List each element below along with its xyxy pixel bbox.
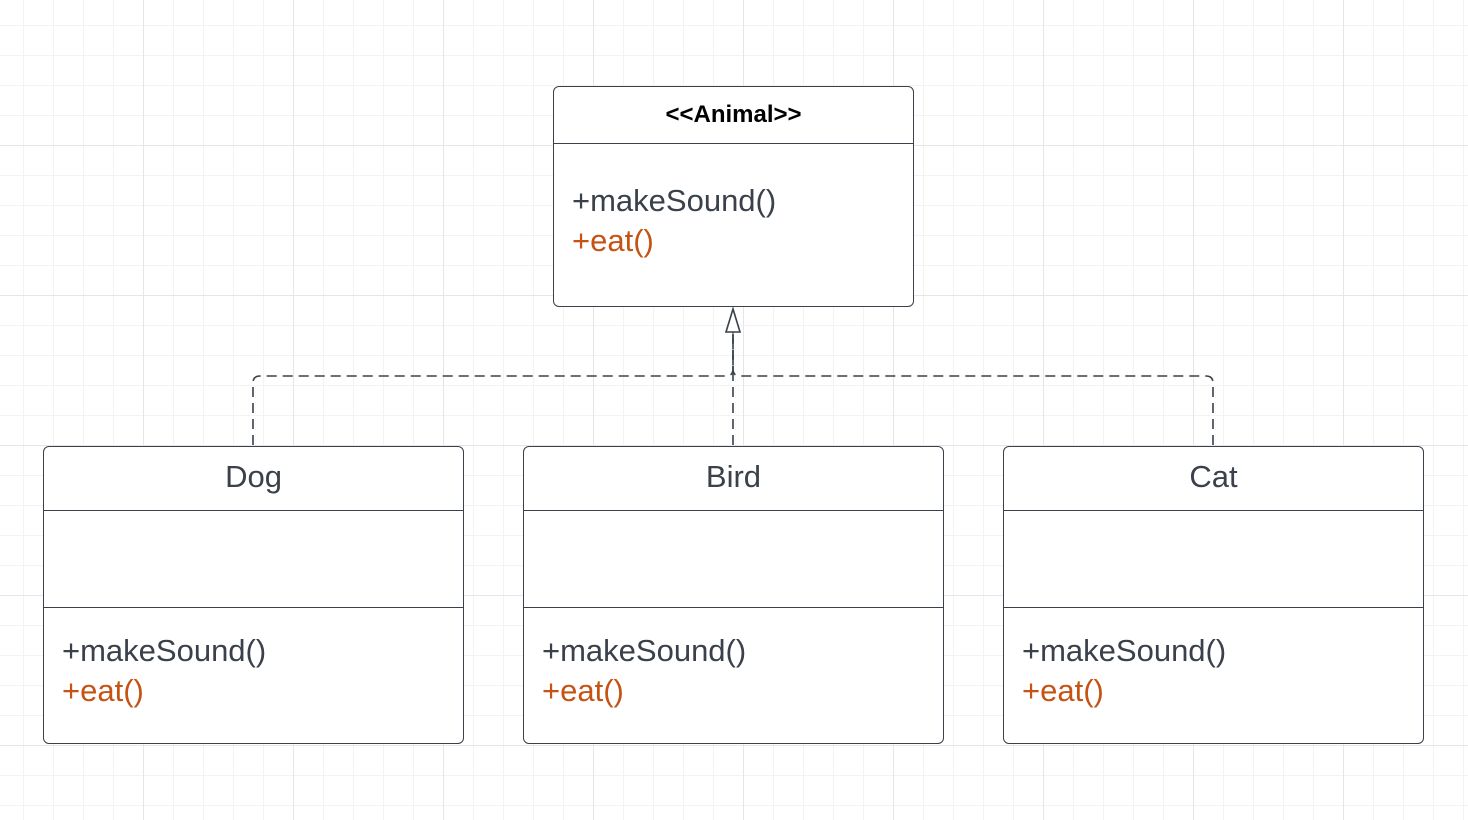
method-eat: +eat() — [572, 223, 654, 258]
class-bird-header: Bird — [524, 447, 943, 511]
class-dog-attributes — [44, 511, 463, 608]
class-dog-name: Dog — [225, 458, 282, 494]
method-make-sound: +makeSound() — [542, 633, 747, 668]
realization-arrowhead-icon — [724, 306, 742, 333]
class-bird-attributes — [524, 511, 943, 608]
method-make-sound: +makeSound() — [572, 183, 777, 218]
connector-cat — [732, 332, 1214, 445]
method-make-sound: +makeSound() — [62, 633, 267, 668]
interface-animal-name: <<Animal>> — [665, 101, 802, 128]
class-cat-attributes — [1004, 511, 1423, 608]
class-bird[interactable]: Bird +makeSound() +eat() — [523, 446, 944, 744]
class-cat-methods: +makeSound() +eat() — [1004, 608, 1423, 711]
connector-dog — [252, 332, 734, 445]
class-cat[interactable]: Cat +makeSound() +eat() — [1003, 446, 1424, 744]
method-eat: +eat() — [542, 673, 624, 708]
interface-animal-header: <<Animal>> — [554, 87, 913, 144]
interface-animal-methods: +makeSound() +eat() — [554, 144, 913, 261]
class-dog[interactable]: Dog +makeSound() +eat() — [43, 446, 464, 744]
class-dog-methods: +makeSound() +eat() — [44, 608, 463, 711]
interface-animal[interactable]: <<Animal>> +makeSound() +eat() — [553, 86, 914, 307]
class-bird-methods: +makeSound() +eat() — [524, 608, 943, 711]
method-eat: +eat() — [1022, 673, 1104, 708]
method-make-sound: +makeSound() — [1022, 633, 1227, 668]
class-cat-header: Cat — [1004, 447, 1423, 511]
class-dog-header: Dog — [44, 447, 463, 511]
method-eat: +eat() — [62, 673, 144, 708]
class-bird-name: Bird — [705, 458, 762, 494]
class-cat-name: Cat — [1189, 458, 1238, 494]
